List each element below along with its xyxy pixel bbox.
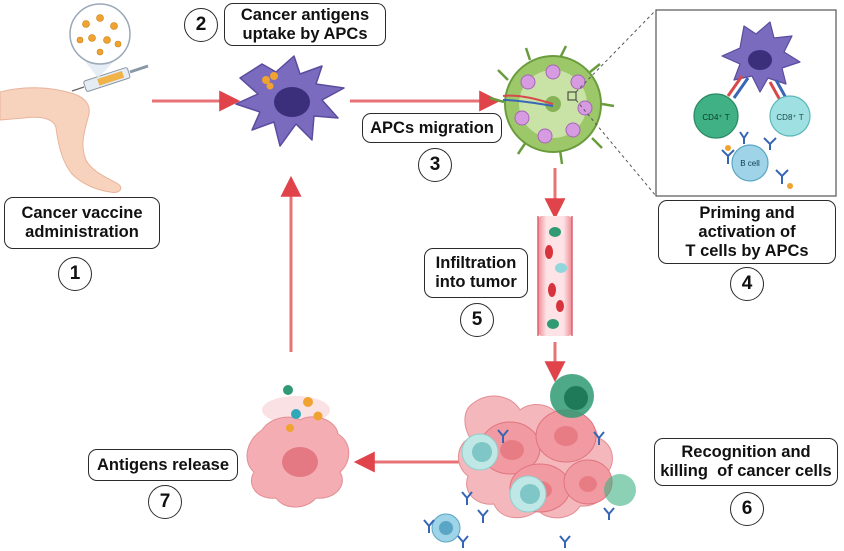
step-2-number: 2	[184, 8, 218, 42]
step-2-line-2: uptake by APCs	[242, 24, 368, 43]
syringe-needle	[71, 86, 85, 92]
step-3-line-1: APCs migration	[370, 118, 494, 137]
step-1-number: 1	[58, 257, 92, 291]
step-6-label: Recognition and killing of cancer cells	[654, 438, 838, 486]
syringe-plunger	[129, 64, 149, 74]
step-7-label: Antigens release	[88, 449, 238, 481]
vaccine-particles	[76, 14, 122, 56]
step-1-line-2: administration	[25, 223, 139, 241]
step-7-number: 7	[148, 485, 182, 519]
step-4-number: 4	[730, 267, 764, 301]
step-2-label: Cancer antigens uptake by APCs	[224, 3, 386, 46]
bcell-label: B cell	[740, 159, 760, 168]
step-5-number: 5	[460, 303, 494, 337]
step-1-label: Cancer vaccine administration	[4, 197, 160, 249]
blood-vessel	[537, 216, 573, 336]
step-6-line-1: Recognition and	[681, 443, 811, 461]
step-5-line-1: Infiltration	[435, 254, 517, 272]
lymph-node	[489, 45, 615, 165]
syringe-fluid	[97, 70, 125, 86]
step-4-line-1: Priming and	[699, 203, 795, 222]
step-3-number: 3	[418, 148, 452, 182]
step-4-line-2: activation of	[698, 222, 796, 241]
zoom-line-bottom	[575, 99, 657, 197]
step-6-number: 6	[730, 492, 764, 526]
step-5-line-2: into tumor	[435, 273, 517, 291]
step-2-line-1: Cancer antigens	[240, 5, 370, 24]
vaccine-illustration	[0, 3, 149, 193]
apc-cell	[235, 55, 345, 147]
dying-cancer-cell	[246, 385, 350, 508]
tumor-cluster	[423, 374, 636, 548]
step-4-label: Priming and activation of T cells by APC…	[658, 200, 836, 264]
step-6-line-2: killing of cancer cells	[660, 462, 832, 480]
step-1-line-1: Cancer vaccine	[21, 204, 143, 222]
step-5-label: Infiltration into tumor	[424, 248, 528, 298]
step-4-line-3: T cells by APCs	[685, 241, 809, 260]
cd4-label: CD4⁺ T	[702, 113, 729, 122]
cd8-label: CD8⁺ T	[776, 113, 803, 122]
arm	[0, 87, 122, 193]
step-7-line-1: Antigens release	[96, 455, 230, 474]
priming-inset: CD4⁺ T CD8⁺ T B cell	[655, 9, 837, 197]
zoom-line-top	[575, 9, 657, 93]
vaccine-zoom-circle	[69, 3, 131, 65]
step-3-label: APCs migration	[362, 113, 502, 143]
